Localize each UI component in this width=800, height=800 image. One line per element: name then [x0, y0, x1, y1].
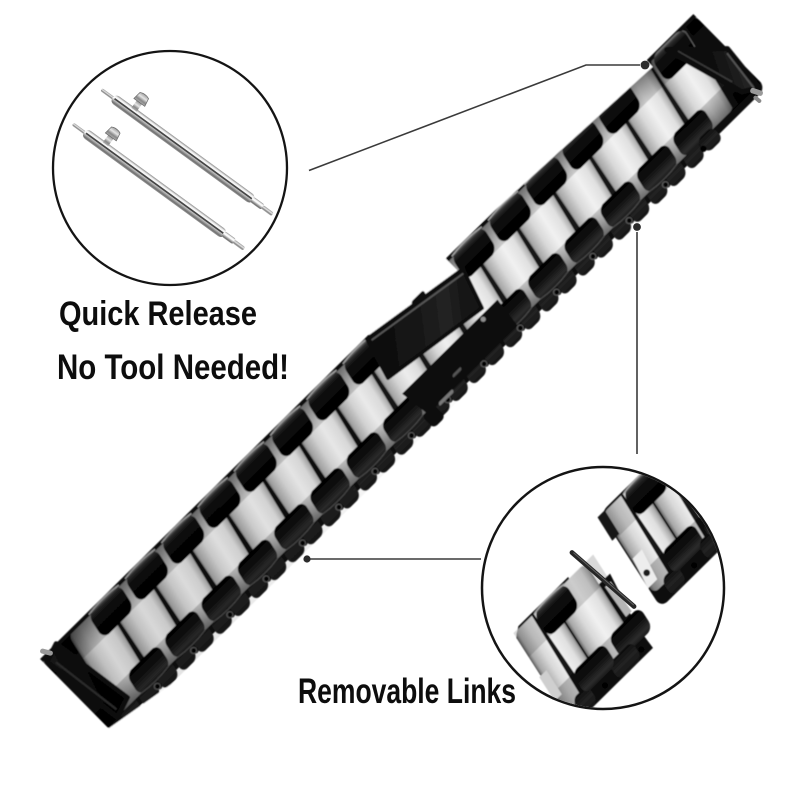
svg-text:No Tool Needed!: No Tool Needed!	[57, 348, 289, 387]
svg-text:Quick Release: Quick Release	[59, 295, 257, 333]
svg-text:Removable Links: Removable Links	[298, 672, 516, 711]
